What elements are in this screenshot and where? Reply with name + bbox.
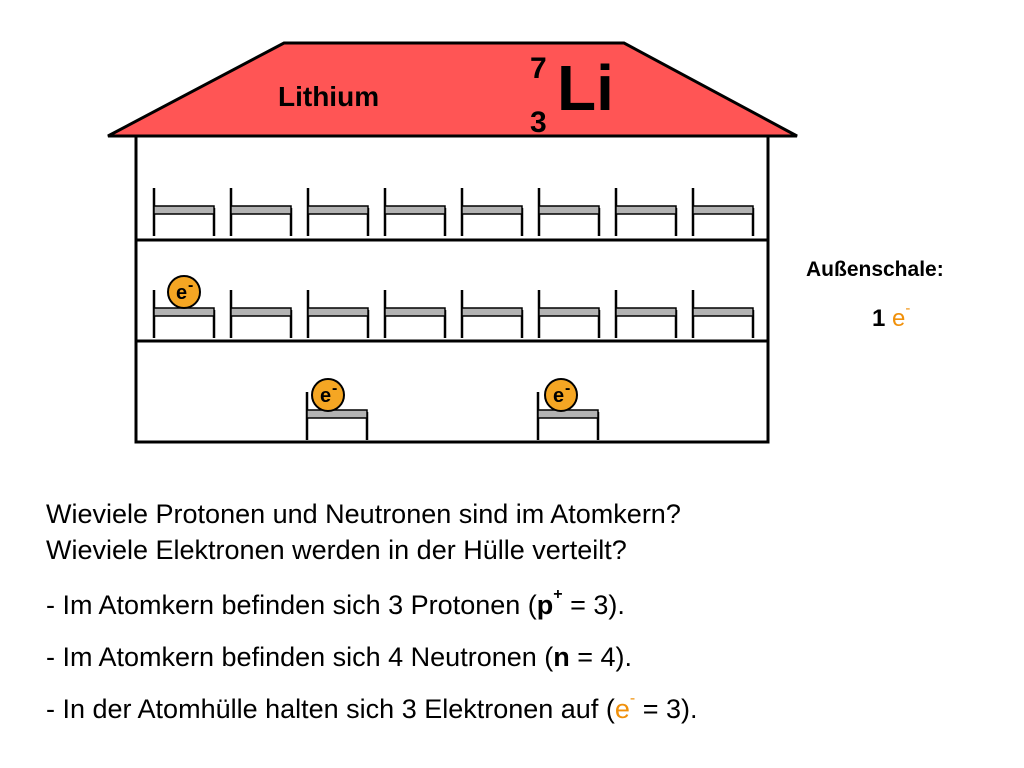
fact-protons: - Im Atomkern befinden sich 3 Protonen (… (46, 587, 625, 621)
bed-top-6 (537, 188, 601, 236)
svg-text:-: - (565, 380, 570, 397)
bed-middle-7 (614, 290, 678, 338)
bed-top-3 (306, 188, 370, 236)
bed-middle-4 (383, 290, 447, 338)
svg-text:-: - (188, 277, 193, 294)
outer-shell-count: 1 e- (872, 300, 910, 333)
bed-bottom-2 (536, 392, 600, 440)
atom-house-diagram: Lithium 7 3 Li e-e-e- (107, 41, 798, 444)
bed-top-7 (614, 188, 678, 236)
house-walls (134, 134, 770, 444)
bed-middle-3 (306, 290, 370, 338)
fact-protons-rest: = 3). (562, 590, 625, 620)
electron-outer-1: e- (167, 275, 201, 309)
outer-shell-label: Außenschale: (806, 258, 944, 281)
bed-bottom-1 (305, 392, 369, 440)
outer-shell-electron-symbol: e (892, 305, 906, 332)
outer-shell-electron-charge: - (905, 300, 911, 317)
fact-electrons-text: - In der Atomhülle halten sich 3 Elektro… (46, 694, 615, 724)
fact-electrons-rest: = 3). (635, 694, 698, 724)
bed-top-1 (152, 188, 216, 236)
fact-protons-text: - Im Atomkern befinden sich 3 Protonen ( (46, 590, 537, 620)
mass-number: 7 (530, 52, 547, 85)
svg-text:-: - (332, 380, 337, 397)
electron-charge: - (629, 690, 636, 707)
svg-text:e: e (320, 385, 331, 407)
questions: Wieviele Protonen und Neutronen sind im … (46, 496, 681, 568)
atomic-number: 3 (530, 106, 547, 139)
electron-inner-1: e- (311, 378, 345, 412)
bed-middle-5 (460, 290, 524, 338)
fact-neutrons-text: - Im Atomkern befinden sich 4 Neutronen … (46, 642, 554, 672)
fact-electrons: - In der Atomhülle halten sich 3 Elektro… (46, 691, 698, 725)
bed-top-4 (383, 188, 447, 236)
beds-group (152, 188, 755, 440)
proton-charge: + (553, 586, 563, 603)
proton-symbol: p (536, 590, 554, 620)
question-line-2: Wieviele Elektronen werden in der Hülle … (46, 535, 627, 565)
bed-top-2 (229, 188, 293, 236)
question-line-1: Wieviele Protonen und Neutronen sind im … (46, 499, 681, 529)
bed-middle-8 (691, 290, 755, 338)
bed-middle-2 (229, 290, 293, 338)
bed-top-5 (460, 188, 524, 236)
outer-shell-number: 1 (872, 305, 886, 332)
element-name: Lithium (278, 81, 379, 112)
electron-inner-2: e- (544, 378, 578, 412)
fact-neutrons-rest: = 4). (569, 642, 633, 672)
svg-text:e: e (553, 385, 564, 407)
fact-neutrons: - Im Atomkern befinden sich 4 Neutronen … (46, 642, 632, 673)
neutron-symbol: n (553, 642, 570, 672)
electrons-group: e-e-e- (167, 275, 578, 412)
house-roof (107, 41, 798, 138)
electron-symbol: e (614, 694, 630, 724)
bed-middle-6 (537, 290, 601, 338)
svg-text:e: e (176, 282, 187, 304)
bed-top-8 (691, 188, 755, 236)
element-symbol: Li (557, 52, 614, 124)
